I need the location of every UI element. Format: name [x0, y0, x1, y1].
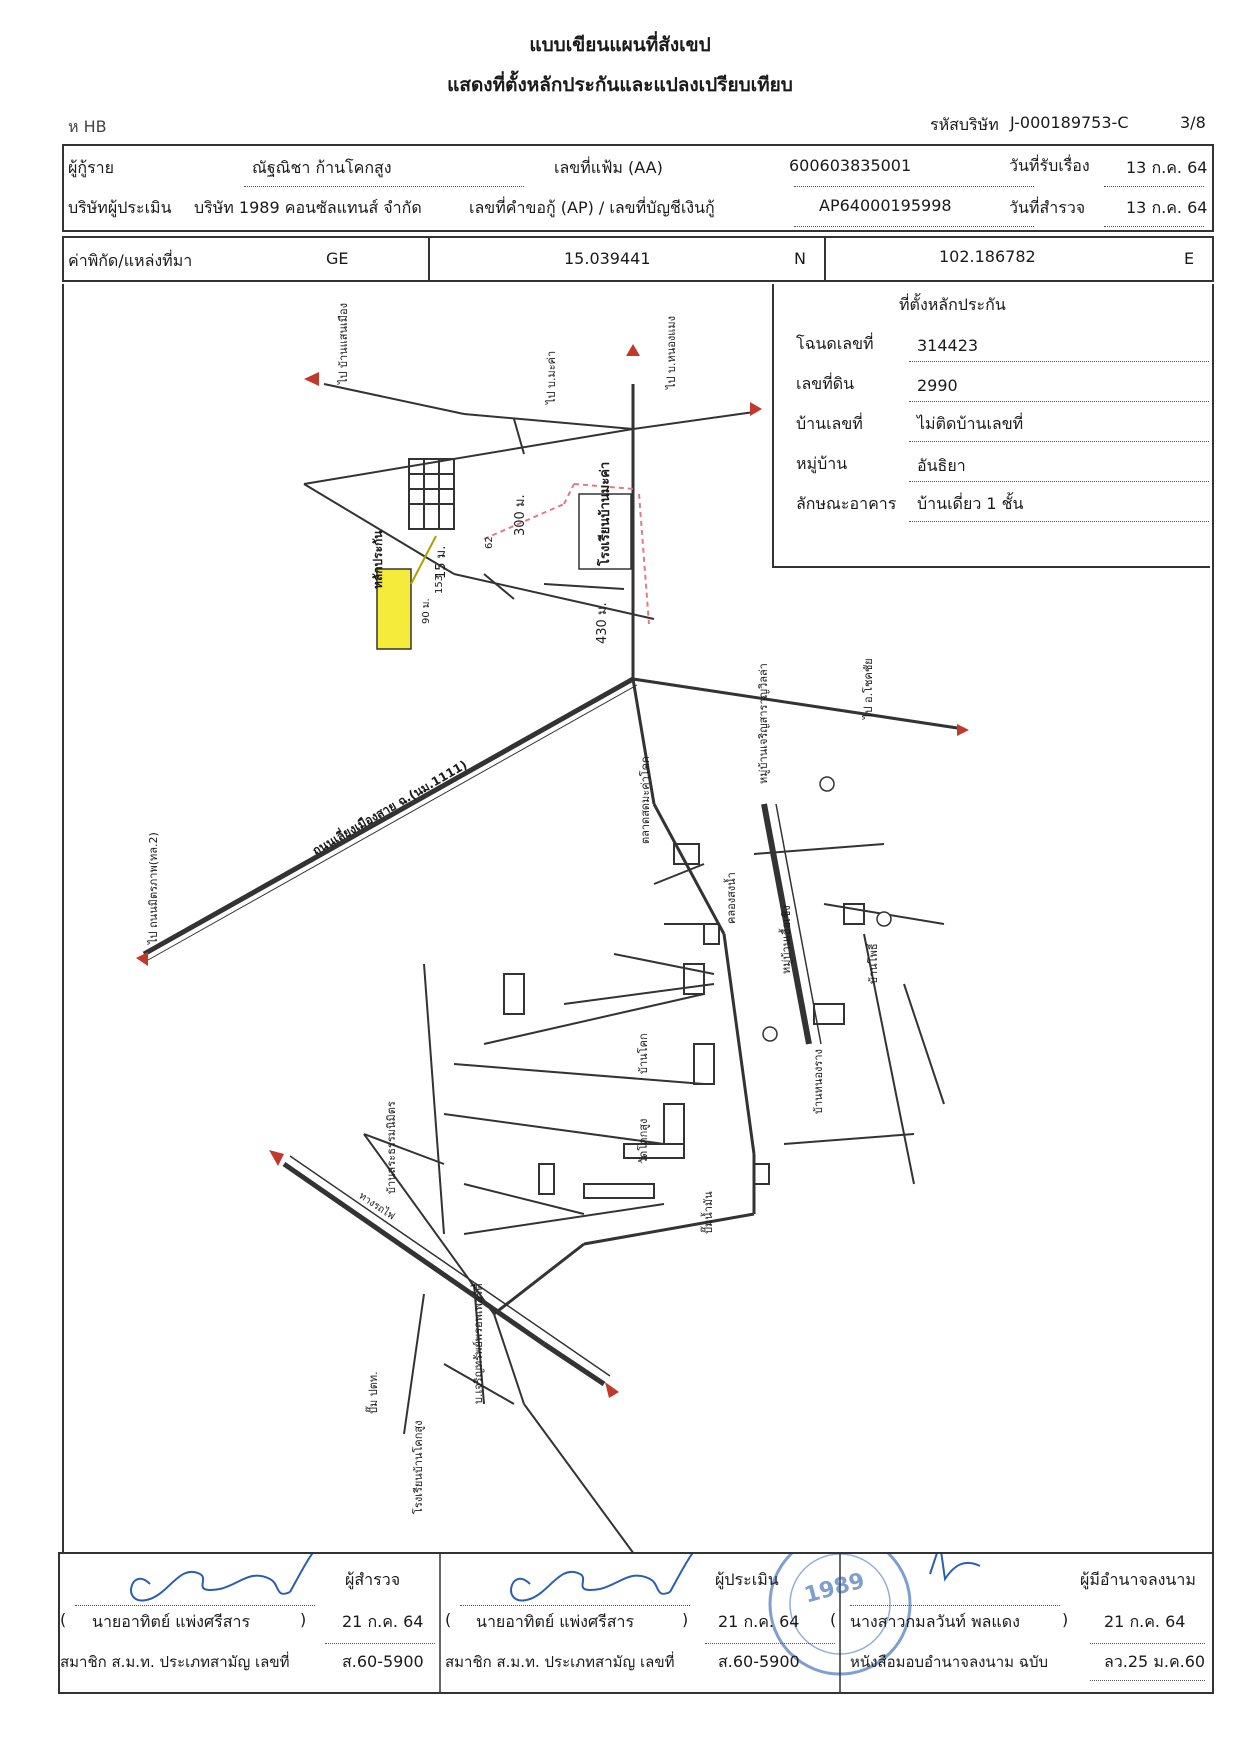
label-pump: ปั๊มน้ำมัน — [702, 1191, 715, 1234]
label-pump2: ปั๊ม ปตท. — [367, 1371, 380, 1414]
request-no-label: เลขที่คำขอกู้ (AP) / เลขที่บัญชีเงินกู้ — [469, 198, 715, 217]
house-no: ไม่ติดบ้านเลขที่ — [917, 414, 1024, 433]
col1-member-label: สมาชิก ส.ม.ท. ประเภทสามัญ เลขที่ — [60, 1653, 290, 1671]
company-code-label: รหัสบริษัท — [930, 115, 999, 134]
appraiser-name: บริษัท 1989 คอนซัลแทนส์ จำกัด — [194, 198, 422, 217]
legend-title: ที่ตั้งหลักประกัน — [899, 295, 1006, 314]
col3-date: 21 ก.ค. 64 — [1104, 1612, 1186, 1631]
col3-member-no: ลว.25 ม.ค.60 — [1104, 1652, 1206, 1671]
collateral-tag: หลักประกัน — [371, 530, 385, 589]
survey-date-label: วันที่สำรวจ — [1009, 198, 1086, 217]
survey-date: 13 ก.ค. 64 — [1126, 198, 1208, 217]
label-road-rung: บ.เจริญทรัพย์พรอพเพอร์ตี้ — [472, 1283, 485, 1404]
received-date: 13 ก.ค. 64 — [1126, 158, 1208, 177]
label-school-makha: โรงเรียนบ้านมะค่า — [598, 461, 613, 566]
col1-role: ผู้สำรวจ — [345, 1570, 401, 1589]
borrower-name: ณัฐณิชา ก้านโคกสูง — [252, 158, 392, 177]
col3-role: ผู้มีอำนาจลงนาม — [1080, 1570, 1196, 1589]
page-title: แบบเขียนแผนที่สังเขป — [529, 34, 711, 56]
coords-lat: 15.039441 — [564, 249, 651, 268]
col2-name: นายอาทิตย์ แพ่งศรีสาร — [476, 1612, 635, 1631]
label-market: ตลาดสดมะค่าโคก — [639, 756, 652, 844]
deed-label: โฉนดเลขที่ — [796, 334, 874, 353]
col1-name: นายอาทิตย์ แพ่งศรีสาร — [92, 1612, 251, 1631]
col1-member-no: ส.60-5900 — [342, 1652, 424, 1671]
signature-box: 1989 ผู้สำรวจ ( นายอาทิตย์ แพ่งศรีสาร ) … — [58, 1552, 1214, 1694]
coords-box: ค่าพิกัด/แหล่งที่มา GE 15.039441 N 102.1… — [62, 236, 1214, 282]
village: อันธิยา — [917, 456, 966, 475]
label-to-chokchai: ไป อ.โชคชัย — [862, 658, 875, 719]
label-road-left: โรงเรียนบ้านโคกสูง — [412, 1420, 425, 1514]
col2-member-label: สมาชิก ส.ม.ท. ประเภทสามัญ เลขที่ — [445, 1653, 675, 1671]
col2-role: ผู้ประเมิน — [715, 1570, 779, 1589]
coords-label: ค่าพิกัด/แหล่งที่มา — [68, 251, 193, 270]
label-to-mittraphap: ไป ถนนมิตรภาพ(ทล.2) — [147, 832, 160, 944]
building-label: ลักษณะอาคาร — [796, 494, 897, 513]
coords-lon: 102.186782 — [939, 247, 1036, 266]
deed-no: 314423 — [917, 336, 979, 355]
land-no: 2990 — [917, 376, 958, 395]
label-to-nongmaeng: ไป บ.หนองแมง — [665, 316, 678, 389]
info-box: ผู้กู้ราย ณัฐณิชา ก้านโคกสูง เลขที่แฟ้ม … — [62, 144, 1214, 232]
col2-member-no: ส.60-5900 — [718, 1652, 800, 1671]
request-no: AP64000195998 — [819, 196, 952, 215]
col3-member-label: หนังสือมอบอำนาจลงนาม ฉบับ — [850, 1653, 1049, 1671]
appraiser-label: บริษัทผู้ประเมิน — [68, 198, 172, 217]
building: บ้านเดี่ยว 1 ชั้น — [917, 494, 1024, 513]
coords-lon-dir: E — [1184, 249, 1195, 268]
label-dist-90: 90 ม. — [421, 598, 432, 624]
label-dist-300: 300 ม. — [513, 494, 528, 536]
col2-date: 21 ก.ค. 64 — [718, 1612, 800, 1631]
label-mu3: หมู่บ้านเจริญสาราญวิลล่า — [757, 663, 770, 784]
map-area: หลักประกัน ไป บ้านแสนเมือง ไป บ.มะค่า ไป… — [62, 284, 1214, 1555]
label-to-makha: ไป บ.มะค่า — [545, 350, 558, 404]
label-num-153: 153 — [434, 574, 445, 594]
left-code: ห HB — [68, 117, 107, 136]
col1-date: 21 ก.ค. 64 — [342, 1612, 424, 1631]
coords-source: GE — [326, 249, 349, 268]
file-no: 600603835001 — [789, 156, 912, 175]
label-canal: คลองสงน้ำ — [725, 872, 738, 924]
label-wat: วัดโคกสูง — [637, 1118, 650, 1164]
label-baan: บ้านโคก — [637, 1033, 650, 1074]
label-num-62: 62 — [484, 536, 495, 549]
land-label: เลขที่ดิน — [796, 374, 855, 393]
company-code: J-000189753-C — [1010, 113, 1129, 132]
label-dist-430: 430 ม. — [595, 602, 610, 644]
received-date-label: วันที่รับเรื่อง — [1009, 156, 1090, 175]
borrower-label: ผู้กู้ราย — [68, 158, 115, 177]
page-subtitle: แสดงที่ตั้งหลักประกันและแปลงเปรียบเทียบ — [447, 74, 793, 96]
village-label: หมู่บ้าน — [796, 454, 848, 473]
coords-lat-dir: N — [794, 249, 806, 268]
legend-box: ที่ตั้งหลักประกัน โฉนดเลขที่ 314423 เลขท… — [772, 284, 1210, 568]
house-label: บ้านเลขที่ — [796, 414, 863, 433]
page-number: 3/8 — [1180, 113, 1206, 132]
file-no-label: เลขที่แฟ้ม (AA) — [554, 158, 663, 177]
label-baan-pho: บ้านโพธิ์ — [867, 943, 880, 984]
label-baan-sra: บ้านสระธรรมนิมิตร — [385, 1101, 398, 1194]
label-to-sangmuang: ไป บ้านแสนเมือง — [337, 302, 350, 384]
col3-name: นางสาวกมลวันท์ พลแดง — [850, 1612, 1020, 1631]
label-baan-nong: บ้านหนองราง — [812, 1049, 825, 1114]
signature-ink — [130, 1554, 981, 1692]
label-mu1: หมู่บ้านเอื้อเชิง — [780, 905, 793, 974]
